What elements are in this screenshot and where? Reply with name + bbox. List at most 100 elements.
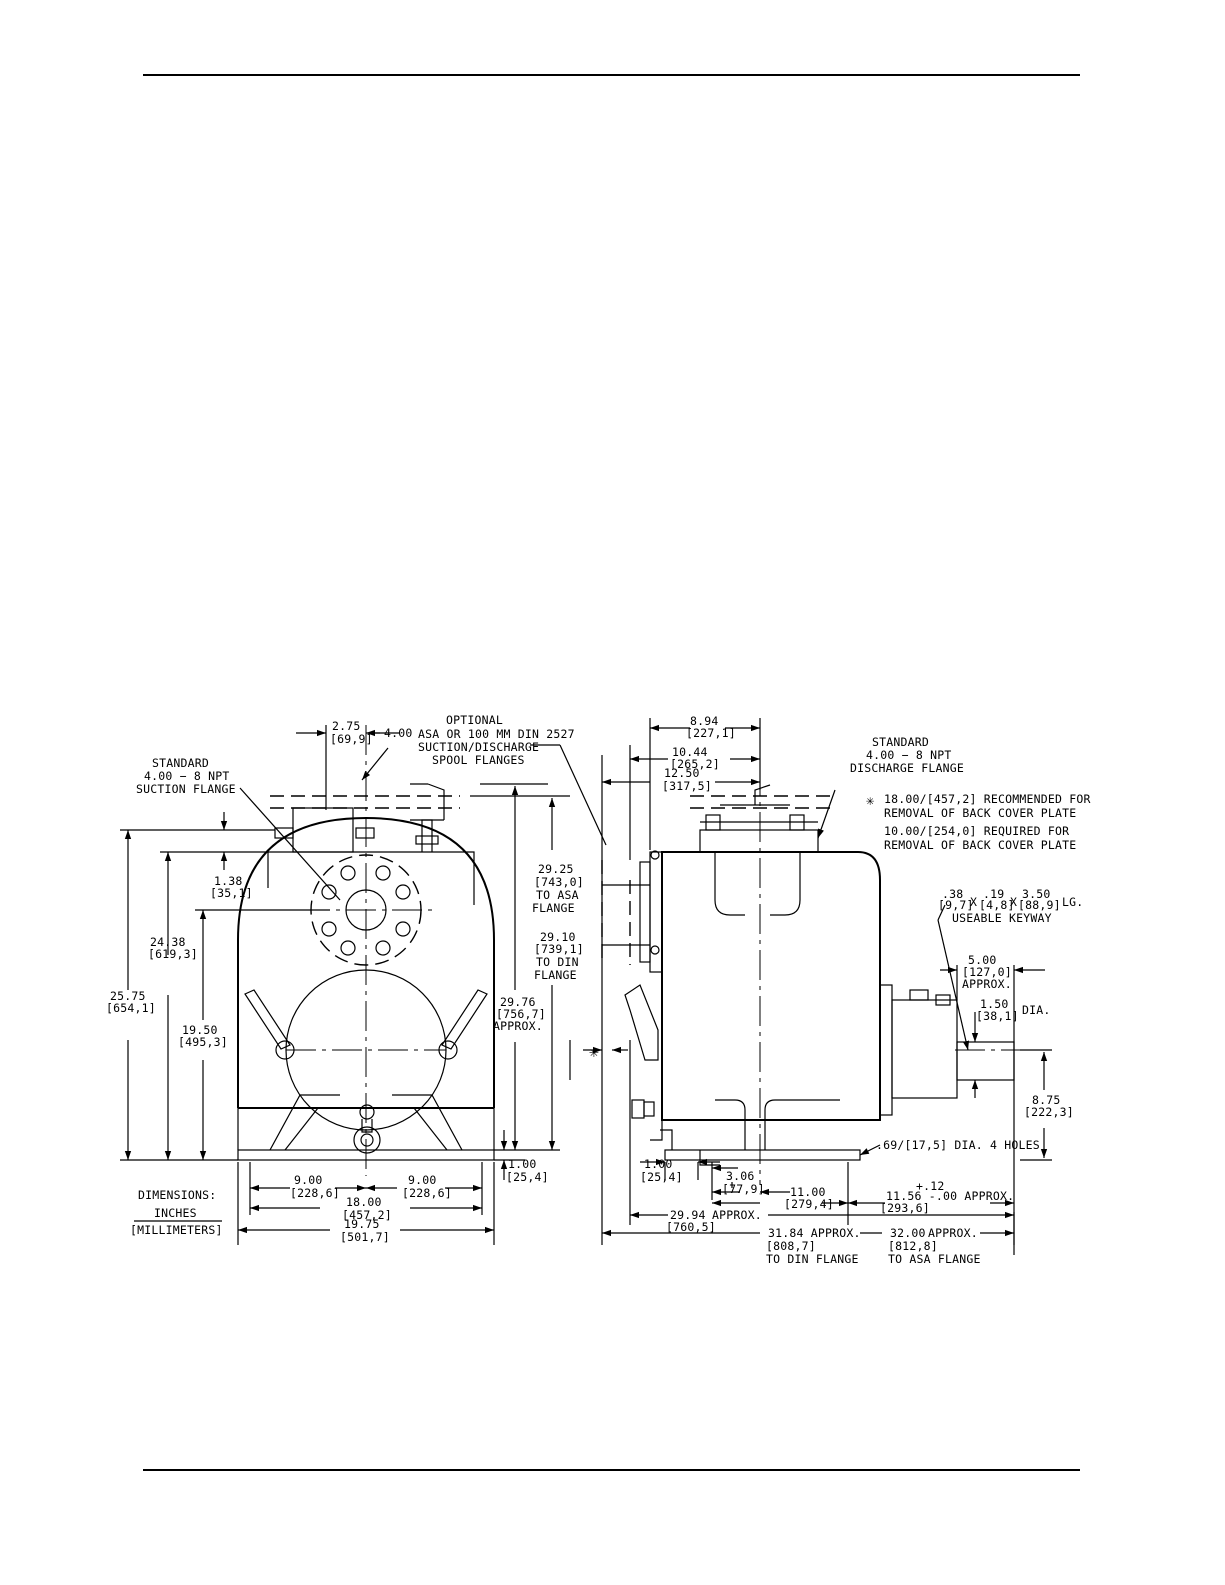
dim-2925-to: TO ASA <box>536 888 579 902</box>
dim-138-mm: [35,1] <box>210 886 253 900</box>
note-suction-2: 4.00 − 8 NPT <box>144 769 229 783</box>
dim-1950-mm: [495,3] <box>178 1035 228 1049</box>
dim-500-approx: APPROX. <box>962 977 1012 991</box>
units-3: [MILLIMETERS] <box>130 1223 223 1237</box>
dim-1250-mm: [317,5] <box>662 779 712 793</box>
top-rule <box>143 74 1080 76</box>
dim-306-mm: [77,9] <box>722 1182 765 1196</box>
side-dimension-values: 8.94 [227,1] 10.44 [265,2] 12.50 [317,5]… <box>640 714 1074 1266</box>
note-discharge-2: 4.00 − 8 NPT <box>866 748 951 762</box>
dim-100: 1.00 <box>644 1157 673 1171</box>
dim-875-mm: [222,3] <box>1024 1105 1074 1119</box>
keyway-x1: X <box>970 895 977 909</box>
keyway-a: .38 <box>942 887 963 901</box>
note-discharge-1: STANDARD <box>872 735 929 749</box>
dim-3184: 31.84 APPROX. <box>768 1226 861 1240</box>
dim-400: 4.00 <box>384 726 413 740</box>
side-view <box>624 720 1020 1185</box>
dim-875: 8.75 <box>1032 1093 1061 1107</box>
dim-275: 2.75 <box>332 719 361 733</box>
asterisk-symbol: ✳ <box>866 793 875 809</box>
dim-2925: 29.25 <box>538 862 574 876</box>
dim-2438: 24.38 <box>150 935 186 949</box>
keyway-c: 3.50 <box>1022 887 1051 901</box>
dim-3200-approx: APPROX. <box>928 1226 978 1240</box>
front-dimension-lines <box>120 725 607 1245</box>
dim-500: 5.00 <box>968 953 997 967</box>
dim-1975-mm: [501,7] <box>340 1230 390 1244</box>
dim-1800-mm: [457,2] <box>342 1208 392 1222</box>
bottom-rule <box>143 1469 1080 1471</box>
dim-1100-mm: [279,4] <box>784 1197 834 1211</box>
note-optional-1: OPTIONAL <box>446 713 503 727</box>
dim-1800: 18.00 <box>346 1195 382 1209</box>
dim-3200-to: TO ASA FLANGE <box>888 1252 981 1266</box>
front-dimension-values: 2.75 [69,9] 4.00 1.38 [35,1] 24.38 [619,… <box>106 719 584 1244</box>
note-discharge-3: DISCHARGE FLANGE <box>850 761 964 775</box>
dim-2910-flange: FLANGE <box>534 968 577 982</box>
units-1: DIMENSIONS: <box>138 1188 216 1202</box>
dim-2976: 29.76 <box>500 995 536 1009</box>
note-recommended-1: 18.00/[457,2] RECOMMENDED FOR <box>884 792 1091 806</box>
note-recommended-2: REMOVAL OF BACK COVER PLATE <box>884 806 1076 820</box>
dim-500-mm: [127,0] <box>962 965 1012 979</box>
note-required-1: 10.00/[254,0] REQUIRED FOR <box>884 824 1069 838</box>
note-suction-3: SUCTION FLANGE <box>136 782 236 796</box>
dim-1156-mm: [293,6] <box>880 1201 930 1215</box>
dim-100r-mm: [25,4] <box>506 1170 549 1184</box>
keyway-label: USEABLE KEYWAY <box>952 911 1052 925</box>
dim-100r: 1.00 <box>508 1157 537 1171</box>
dim-2976-mm: [756,7] <box>496 1007 546 1021</box>
dim-2976-approx: APPROX. <box>493 1019 543 1033</box>
dim-900a-mm: [228,6] <box>290 1186 340 1200</box>
dim-1156: 11.56 -.00 APPROX. <box>886 1189 1014 1203</box>
dim-1044-mm: [265,2] <box>670 757 720 771</box>
keyway-c-mm: [88,9] <box>1018 898 1061 912</box>
dim-3200: 32.00 <box>890 1226 926 1240</box>
dim-3184-to: TO DIN FLANGE <box>766 1252 859 1266</box>
dim-900a: 9.00 <box>294 1173 323 1187</box>
dim-2910-mm: [739,1] <box>534 942 584 956</box>
note-optional-3: SUCTION/DISCHARGE <box>418 740 539 754</box>
dim-900b-mm: [228,6] <box>402 1186 452 1200</box>
dim-150: 1.50 <box>980 997 1009 1011</box>
asterisk-dim: ✳ <box>589 1042 599 1061</box>
dim-1044: 10.44 <box>672 745 708 759</box>
dim-1950: 19.50 <box>182 1023 218 1037</box>
dim-1100: 11.00 <box>790 1185 826 1199</box>
keyway-b-mm: [4,8] <box>979 898 1015 912</box>
note-required-2: REMOVAL OF BACK COVER PLATE <box>884 838 1076 852</box>
dim-138: 1.38 <box>214 874 243 888</box>
dim-900b: 9.00 <box>408 1173 437 1187</box>
note-optional-2: ASA OR 100 MM DIN 2527 <box>418 727 575 741</box>
dim-894: 8.94 <box>690 714 719 728</box>
dim-2925-flange: FLANGE <box>532 901 575 915</box>
dim-150-mm: [38,1] <box>976 1009 1019 1023</box>
dim-1156-tol: +.12 <box>916 1179 945 1193</box>
notes: OPTIONAL ASA OR 100 MM DIN 2527 SUCTION/… <box>130 713 1091 1237</box>
dim-2910: 29.10 <box>540 930 576 944</box>
dim-306: 3.06 <box>726 1169 755 1183</box>
dim-2438-mm: [619,3] <box>148 947 198 961</box>
keyway-b: .19 <box>983 887 1004 901</box>
holes-note: .69/[17,5] DIA. 4 HOLES <box>876 1138 1040 1152</box>
note-suction-1: STANDARD <box>152 756 209 770</box>
side-body-outline <box>661 851 881 1121</box>
dim-2575-mm: [654,1] <box>106 1001 156 1015</box>
dim-2994: 29.94 <box>670 1208 706 1222</box>
dim-2994-approx: APPROX. <box>712 1208 762 1222</box>
dim-100-mm: [25,4] <box>640 1170 683 1184</box>
dim-3184-mm: [808,7] <box>766 1239 816 1253</box>
dim-2575: 25.75 <box>110 989 146 1003</box>
dim-3200-mm: [812,8] <box>888 1239 938 1253</box>
dim-2994-mm: [760,5] <box>666 1220 716 1234</box>
side-dimension-lines <box>569 718 1052 1255</box>
dim-2925-mm: [743,0] <box>534 875 584 889</box>
front-view <box>237 725 495 1176</box>
dim-2910-to: TO DIN <box>536 955 579 969</box>
dim-1975: 19.75 <box>344 1217 380 1231</box>
dim-1250: 12.50 <box>664 766 700 780</box>
keyway-a-mm: [9,7] <box>938 898 974 912</box>
keyway-x2: X <box>1010 895 1017 909</box>
